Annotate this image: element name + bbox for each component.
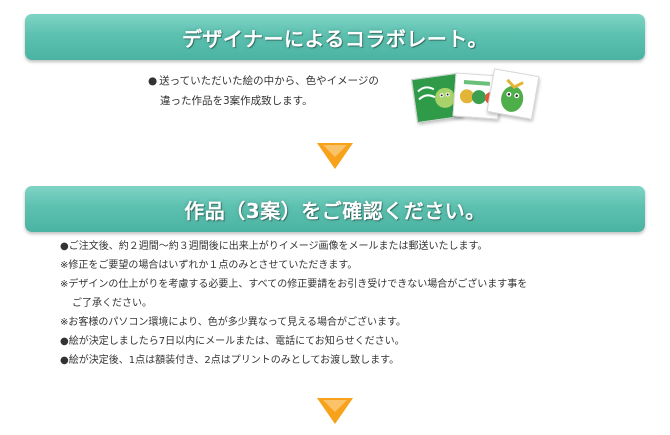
confirm-banner-title: 作品（3案）をご確認ください。 — [184, 198, 486, 223]
detail-item: ●ご注文後、約２週間～約３週間後に出来上がりイメージ画像をメールまたは郵送いたし… — [60, 241, 488, 252]
intro-text: ●送っていただいた絵の中から、色やイメージの 違った作品を3案作成致します。 — [148, 71, 408, 111]
down-arrow-icon — [317, 143, 353, 169]
detail-item: ●絵が決定しましたら7日以内にメールまたは、電話にてお知らせください。 — [60, 336, 405, 347]
details-list: ●ご注文後、約２週間～約３週間後に出来上がりイメージ画像をメールまたは郵送いたし… — [60, 237, 650, 370]
detail-item: ご了承ください。 — [72, 298, 152, 309]
intro-line-1: 送っていただいた絵の中から、色やイメージの — [159, 75, 379, 87]
down-arrow-icon — [317, 398, 353, 424]
sample-artwork-cards — [411, 68, 540, 124]
collab-banner-title: デザイナーによるコラボレート。 — [181, 26, 489, 51]
detail-item: ※デザインの仕上がりを考慮する必要上、すべての修正要請をお引き受けできない場合が… — [60, 279, 528, 290]
artwork-green-image — [412, 74, 462, 122]
detail-item: ●絵が決定後、1点は額装付き、2点はプリントのみとしてお渡し致します。 — [60, 355, 400, 366]
intro-bullet: ● — [148, 75, 158, 87]
intro-line-2: 違った作品を3案作成致します。 — [160, 95, 313, 107]
collab-banner: デザイナーによるコラボレート。 — [25, 14, 645, 60]
artwork-mascot-image — [487, 69, 539, 119]
artwork-card-mascot — [486, 68, 540, 120]
artwork-card-green — [411, 73, 463, 123]
detail-item: ※修正をご要望の場合はいずれか１点のみとさせていただきます。 — [60, 260, 358, 271]
confirm-banner: 作品（3案）をご確認ください。 — [25, 186, 645, 232]
detail-item: ※お客様のパソコン環境により、色が多少異なって見える場合がございます。 — [60, 317, 406, 328]
